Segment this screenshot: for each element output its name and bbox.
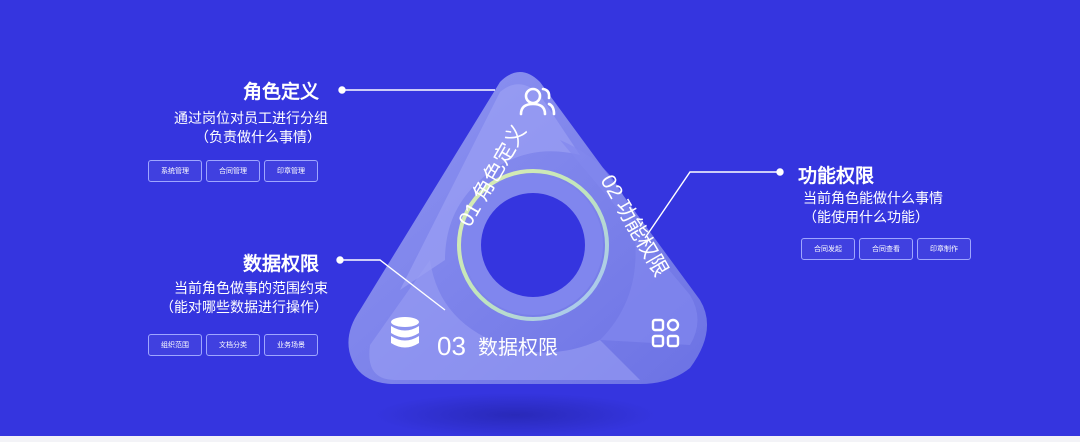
data-desc-1: 当前角色做事的范围约束 <box>174 281 328 297</box>
connector-line-function <box>644 171 780 239</box>
swirl-segment-2 <box>560 140 698 345</box>
floor-shadow <box>375 393 655 436</box>
users-icon <box>519 87 556 116</box>
data-title: 数据权限 <box>243 253 320 275</box>
data-tag-2: 文档分类 <box>206 334 260 356</box>
center-hole <box>481 193 585 297</box>
connector-dot-data <box>336 256 344 264</box>
triangle-label-03-num: 03 <box>437 331 466 361</box>
database-icon <box>391 317 419 348</box>
function-title: 功能权限 <box>798 165 875 187</box>
center-ring-glow <box>457 169 609 321</box>
data-desc-2: （能对哪些数据进行操作） <box>160 300 328 316</box>
function-tag-2: 合同查看 <box>859 238 913 260</box>
function-desc-2: （能使用什么功能） <box>803 210 929 226</box>
connector-dot-function <box>776 168 784 176</box>
role-title: 角色定义 <box>243 81 320 103</box>
connector-dot-role <box>338 86 346 94</box>
role-desc-1: 通过岗位对员工进行分组 <box>174 111 328 127</box>
connector-line-data <box>340 259 446 311</box>
role-desc-2: （负责做什么事情） <box>195 130 321 146</box>
swirl-segment-3 <box>369 260 640 380</box>
data-tag-3: 业务场景 <box>264 334 318 356</box>
role-tag-2: 合同管理 <box>206 160 260 182</box>
triangle-label-03-text: 数据权限 <box>478 336 558 359</box>
role-tag-1: 系统管理 <box>148 160 202 182</box>
data-tag-1: 组织范围 <box>148 334 202 356</box>
swirl-segment-1 <box>400 84 580 291</box>
function-tag-1: 合同发起 <box>801 238 855 260</box>
function-tag-3: 印章制作 <box>917 238 971 260</box>
bottom-strip <box>0 436 1080 442</box>
grid-apps-icon <box>651 318 680 348</box>
function-desc-1: 当前角色能做什么事情 <box>803 191 943 207</box>
role-tag-3: 印章管理 <box>264 160 318 182</box>
